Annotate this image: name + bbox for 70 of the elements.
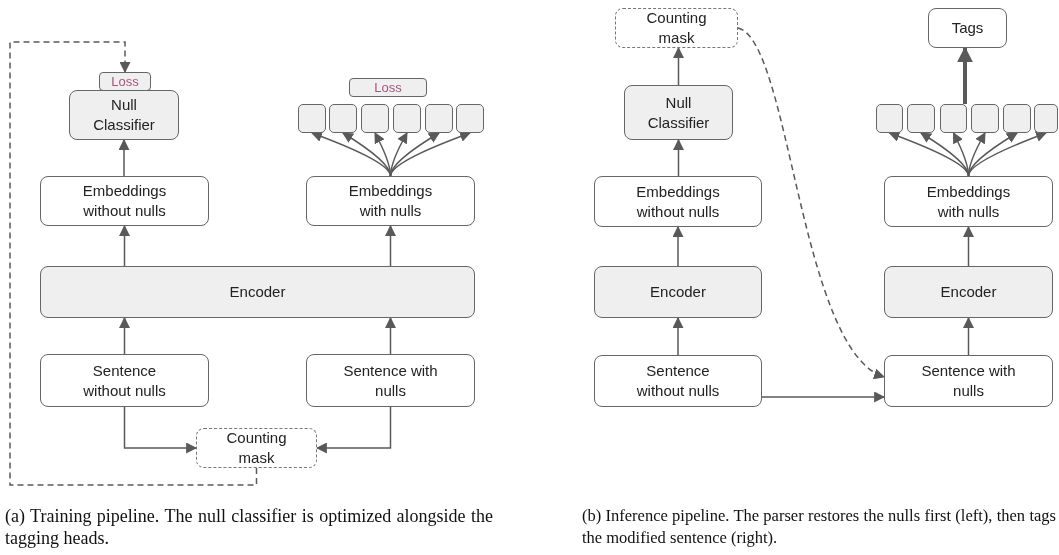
token-box [456,104,484,133]
token-box [1034,104,1058,133]
figure-caption: (a) Training pipeline. The null classifier is optimized alongside the tagging heads. [5,505,493,549]
arrow [963,225,974,267]
token-box [907,104,935,133]
node-label: Encoder [650,282,706,302]
token-box [971,104,999,133]
process-box [594,266,762,318]
token-box [876,104,903,133]
token-box [940,104,967,133]
arrow [389,131,472,177]
arrow [385,316,396,355]
node-label: Counting mask [645,8,708,48]
process-box [884,355,1053,407]
node-label: Loss [111,74,139,89]
arrow [963,316,974,356]
arrow [672,225,684,267]
figure-caption: (b) Inference pipeline. The parser restores the nulls first (left), then tags the modified sentence (right). [582,505,1056,549]
token-box [425,104,453,133]
node-label: Sentence with nulls [920,361,1017,401]
node-label: Embeddings with nulls [925,181,1012,222]
process-box [40,266,475,318]
process-box [884,266,1053,318]
token-box [1003,104,1031,133]
node-label: Counting mask [225,428,288,468]
node-label: Null Classifier [646,92,711,133]
token-box [393,104,421,133]
node-label: Embeddings without nulls [635,181,721,222]
token-box [298,104,326,133]
arrow [920,132,970,177]
arrow [118,138,130,177]
process-box [40,176,209,226]
arrow [673,46,684,86]
process-box [594,176,762,227]
node-label: Embeddings without nulls [81,181,168,221]
node-label: Sentence without nulls [635,361,721,401]
dashed-box [615,8,738,48]
node-label: Null Classifier [92,95,156,135]
arrow [672,316,684,356]
process-box [306,354,475,407]
node-label: Tags [951,18,984,38]
arrow [737,27,885,378]
node-label: Encoder [229,282,286,302]
token-box [329,104,357,133]
node-label: Loss [374,80,402,95]
arrow [385,224,396,267]
process-box [624,85,733,140]
node-label: Sentence with nulls [342,360,439,401]
node-label: Sentence without nulls [82,360,167,401]
arrow [9,41,258,486]
dashed-box [196,428,317,468]
process-box [884,176,1053,227]
token-box [361,104,389,133]
arrow [673,138,684,177]
node-label: Encoder [940,282,997,302]
arrow [761,391,886,403]
process-box [928,8,1007,48]
arrow [119,316,130,355]
process-box [69,90,179,140]
arrow [119,224,130,267]
arrow [957,46,973,104]
loss-box [349,78,427,97]
arrow [315,406,392,454]
process-box [594,355,762,407]
arrow [123,406,198,454]
process-box [306,176,475,226]
arrow [342,132,392,177]
node-label: Embeddings with nulls [347,181,434,221]
arrow [967,131,1048,177]
process-box [40,354,209,407]
